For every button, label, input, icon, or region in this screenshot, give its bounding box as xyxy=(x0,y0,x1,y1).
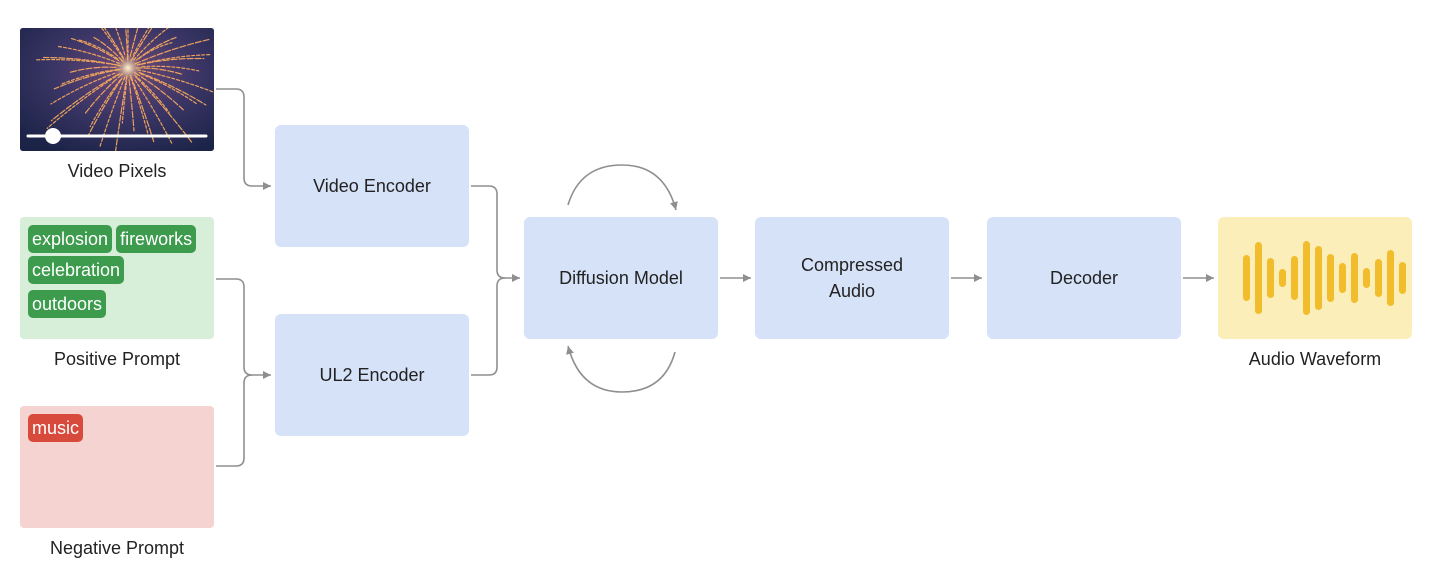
arrow-positive-to-ul2 xyxy=(216,278,271,379)
firework-ray xyxy=(43,56,121,67)
negative-prompt-box: music xyxy=(20,406,214,528)
firework-ray xyxy=(130,77,150,137)
firework-ray xyxy=(61,68,119,85)
audio-waveform-box xyxy=(1218,217,1412,339)
firework-ray xyxy=(138,71,207,106)
positive-prompt-box: explosion fireworks celebration outdoors xyxy=(20,217,214,339)
waveform-bar xyxy=(1291,256,1298,300)
firework-ray xyxy=(79,39,118,60)
firework-ray xyxy=(68,66,117,74)
decoder-block: Decoder xyxy=(987,217,1181,339)
negative-tag: music xyxy=(28,414,84,442)
firework-ray xyxy=(56,45,120,64)
firework-ray xyxy=(103,28,124,58)
positive-prompt-caption: Positive Prompt xyxy=(53,349,181,369)
diffusion-loop-top-arrow xyxy=(567,164,678,211)
firework-ray xyxy=(50,72,116,105)
positive-tag: celebration xyxy=(28,256,125,284)
waveform-bar xyxy=(1279,269,1286,287)
waveform-bar xyxy=(1399,262,1406,294)
waveform-bar xyxy=(1303,241,1310,315)
negative-tags: music xyxy=(28,414,206,442)
firework-ray xyxy=(128,79,135,132)
fireworks-image xyxy=(20,28,214,151)
waveform-bar xyxy=(1255,242,1262,314)
firework-ray xyxy=(99,76,126,148)
positive-tag: explosion xyxy=(28,225,113,253)
waveform-bar xyxy=(1267,258,1274,298)
video-thumbnail xyxy=(20,28,214,151)
arrow-ul2-to-diffusion xyxy=(471,277,506,376)
firework-ray xyxy=(50,73,119,122)
firework-ray xyxy=(88,77,123,136)
firework-ray xyxy=(134,38,211,65)
firework-ray xyxy=(115,75,128,151)
video-pixels-caption: Video Pixels xyxy=(67,161,167,181)
diffusion-model-block: Diffusion Model xyxy=(524,217,718,339)
waveform-bar xyxy=(1387,250,1394,306)
firework-ray xyxy=(134,79,173,145)
firework-ray xyxy=(137,69,214,93)
arrow-video-encoder-to-diffusion xyxy=(471,185,520,282)
arrow-video-to-encoder xyxy=(216,88,271,190)
audio-waveform-icon xyxy=(1243,241,1406,315)
waveform-bar xyxy=(1315,246,1322,310)
compressed-audio-block: Compressed Audio xyxy=(755,217,949,339)
video-scrubber-handle xyxy=(45,128,61,144)
waveform-bar xyxy=(1363,268,1370,288)
positive-tag: fireworks xyxy=(116,225,197,253)
firework-ray xyxy=(115,28,126,55)
firework-ray xyxy=(53,68,121,90)
positive-tags: explosion fireworks celebration outdoors xyxy=(28,225,206,318)
diffusion-loop-bottom-arrow xyxy=(566,345,676,393)
firework-ray xyxy=(138,57,205,66)
negative-prompt-caption: Negative Prompt xyxy=(49,538,185,558)
firework-ray xyxy=(46,73,121,129)
firework-ray xyxy=(138,42,173,60)
firework-ray xyxy=(89,79,121,128)
waveform-bar xyxy=(1339,263,1346,293)
ul2-encoder-block: UL2 Encoder xyxy=(275,314,469,436)
waveform-bar xyxy=(1375,259,1382,297)
waveform-bar xyxy=(1243,255,1250,301)
firework-ray xyxy=(100,28,125,60)
audio-waveform-caption: Audio Waveform xyxy=(1248,349,1382,369)
firework-ray xyxy=(140,73,198,105)
firework-ray xyxy=(71,38,120,62)
firework-ray xyxy=(141,65,200,72)
firework-ray xyxy=(134,74,170,113)
waveform-bar xyxy=(1351,253,1358,303)
arrow-negative-to-ul2 xyxy=(216,374,253,467)
waveform-bar xyxy=(1327,254,1334,302)
firework-ray xyxy=(132,28,150,56)
firework-ray xyxy=(133,28,169,61)
firework-ray xyxy=(129,28,139,57)
firework-ray xyxy=(121,81,128,124)
positive-tag: outdoors xyxy=(28,290,107,318)
video-encoder-block: Video Encoder xyxy=(275,125,469,247)
